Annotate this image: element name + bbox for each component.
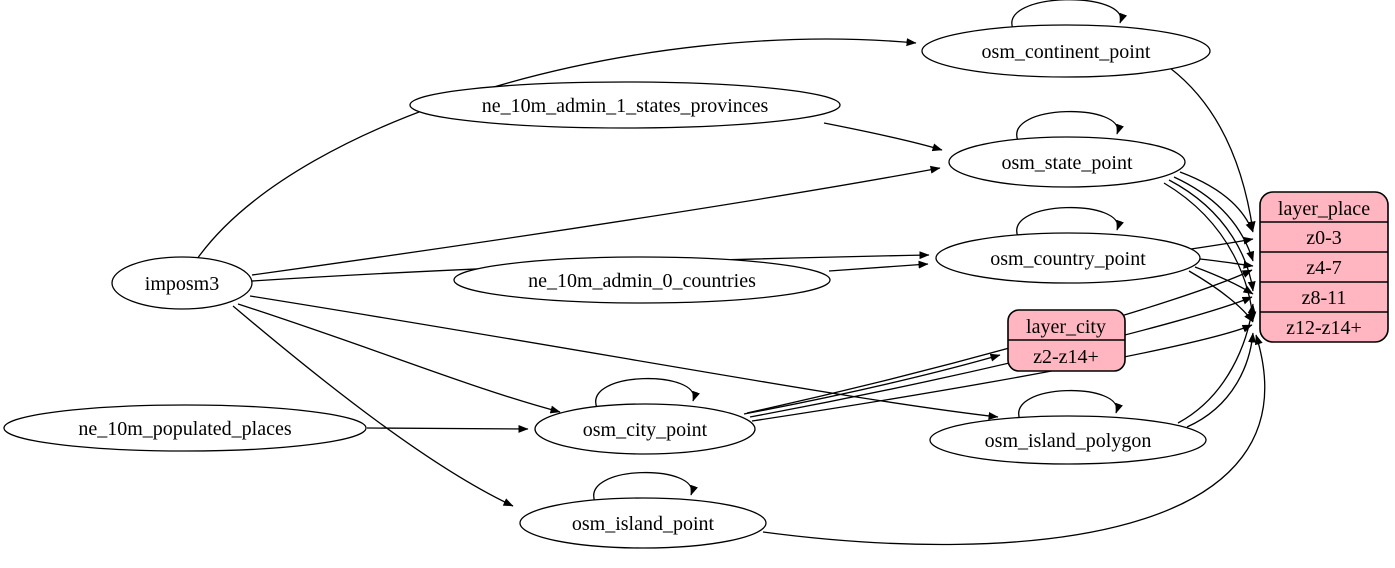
node-osm_country_point-label: osm_country_point [990, 248, 1146, 270]
edge-osm_island_polygon-to-layer_place-z12-z14 [1186, 332, 1257, 428]
node-ne_10m_admin_0_countries-shape [453, 256, 831, 304]
record-layer_place: layer_place z0-3 z4-7 z8-11 z12-z14+ [1259, 191, 1389, 343]
record-layer_city: layer_city z2-z14+ [1007, 309, 1126, 372]
node-osm_city_point: osm_city_point [534, 403, 756, 455]
node-osm_state_point: osm_state_point [948, 136, 1186, 188]
edge-osm_country_point-to-layer_place-z0-3 [1190, 236, 1254, 250]
node-osm_continent_point: osm_continent_point [921, 24, 1211, 78]
edge-osm_country_point-to-layer_place-z12-z14 [1188, 270, 1254, 323]
node-osm_continent_point-label: osm_continent_point [982, 41, 1151, 63]
node-osm_city_point-label: osm_city_point [583, 419, 708, 441]
self-loop-osm_city_point [595, 377, 700, 409]
edge-imposm3-to-osm_continent_point [196, 38, 917, 260]
edge-imposm3-to-osm_island_polygon [249, 295, 999, 420]
edge-ne_10m_admin_0_countries-to-osm_country_point [828, 260, 929, 272]
node-ne_10m_admin_0_countries: ne_10m_admin_0_countries [453, 256, 831, 304]
edge-imposm3-to-osm_state_point [251, 165, 941, 276]
node-osm_island_polygon-label: osm_island_polygon [985, 430, 1152, 452]
record-layer_place-row-z12-z14: z12-z14+ [1286, 317, 1362, 339]
node-ne_10m_admin_1_states_provinces-label: ne_10m_admin_1_states_provinces [482, 95, 769, 117]
node-ne_10m_populated_places: ne_10m_populated_places [3, 404, 367, 452]
self-loop-osm_continent_point [1011, 0, 1128, 30]
record-layer_place-shape [1259, 191, 1389, 343]
node-ne_10m_admin_0_countries-label: ne_10m_admin_0_countries [528, 270, 756, 292]
node-osm_state_point-shape [948, 136, 1186, 188]
node-ne_10m_populated_places-shape [3, 404, 367, 452]
record-layer_place-row-z8-11: z8-11 [1302, 287, 1347, 309]
self-loop-osm_island_polygon [1018, 389, 1123, 421]
edge-ne_10m_populated_places-to-osm_city_point [366, 424, 529, 433]
self-loop-osm_state_point [1016, 110, 1124, 142]
node-osm_country_point: osm_country_point [935, 232, 1201, 284]
node-osm_island_polygon: osm_island_polygon [929, 415, 1207, 465]
edge-osm_city_point-to-layer_place-z12-z14 [751, 324, 1253, 422]
edge-osm_state_point-to-layer_place-z0-3 [1179, 171, 1254, 233]
record-layer_place-row-z0-3: z0-3 [1306, 227, 1342, 249]
record-layer_city-title: layer_city [1026, 316, 1106, 338]
node-osm_island_point: osm_island_point [519, 497, 767, 549]
edge-ne_10m_admin_1_states_provinces-to-osm_state_point [823, 122, 943, 152]
node-imposm3-label: imposm3 [145, 273, 219, 295]
edge-osm_island_polygon-to-layer_place-z8-11 [1177, 303, 1256, 424]
record-layer_place-row-z4-7: z4-7 [1306, 257, 1342, 279]
edge-osm_country_point-to-layer_place-z8-11 [1194, 266, 1254, 295]
self-loop-osm_island_point [593, 471, 698, 503]
node-imposm3-shape [111, 256, 253, 310]
record-layer_place-title: layer_place [1278, 198, 1370, 220]
edge-imposm3-to-osm_city_point [237, 303, 561, 414]
node-osm_continent_point-shape [921, 24, 1211, 78]
edge-osm_city_point-to-layer_place-z8-11 [749, 296, 1253, 418]
edge-imposm3-to-osm_island_point [232, 305, 514, 507]
edge-osm_island_point-to-layer_place-z12-z14 [762, 334, 1266, 546]
node-osm_island_polygon-shape [929, 415, 1207, 465]
node-ne_10m_admin_1_states_provinces-shape [409, 81, 841, 129]
nodes: imposm3 ne_10m_admin_1_states_provinces … [3, 24, 1211, 549]
node-osm_country_point-shape [935, 232, 1201, 284]
edge-osm_state_point-to-layer_place-z4-7 [1173, 176, 1255, 262]
node-osm_city_point-shape [534, 403, 756, 455]
node-imposm3: imposm3 [111, 256, 253, 310]
node-osm_island_point-shape [519, 497, 767, 549]
edge-osm_continent_point-to-layer_place-z0-3 [1169, 67, 1256, 232]
node-ne_10m_admin_1_states_provinces: ne_10m_admin_1_states_provinces [409, 81, 841, 129]
edge-osm_country_point-to-layer_place-z4-7 [1199, 258, 1254, 269]
node-osm_state_point-label: osm_state_point [1001, 152, 1133, 174]
self-loop-osm_country_point [1016, 206, 1124, 238]
node-osm_island_point-label: osm_island_point [572, 513, 715, 535]
node-ne_10m_populated_places-label: ne_10m_populated_places [78, 418, 291, 440]
edge-osm_city_point-to-layer_city-z2-z14 [743, 353, 1001, 415]
edge-osm_state_point-to-layer_place-z8-11 [1168, 179, 1256, 292]
record-layer_city-row-z2-z14: z2-z14+ [1033, 346, 1099, 368]
